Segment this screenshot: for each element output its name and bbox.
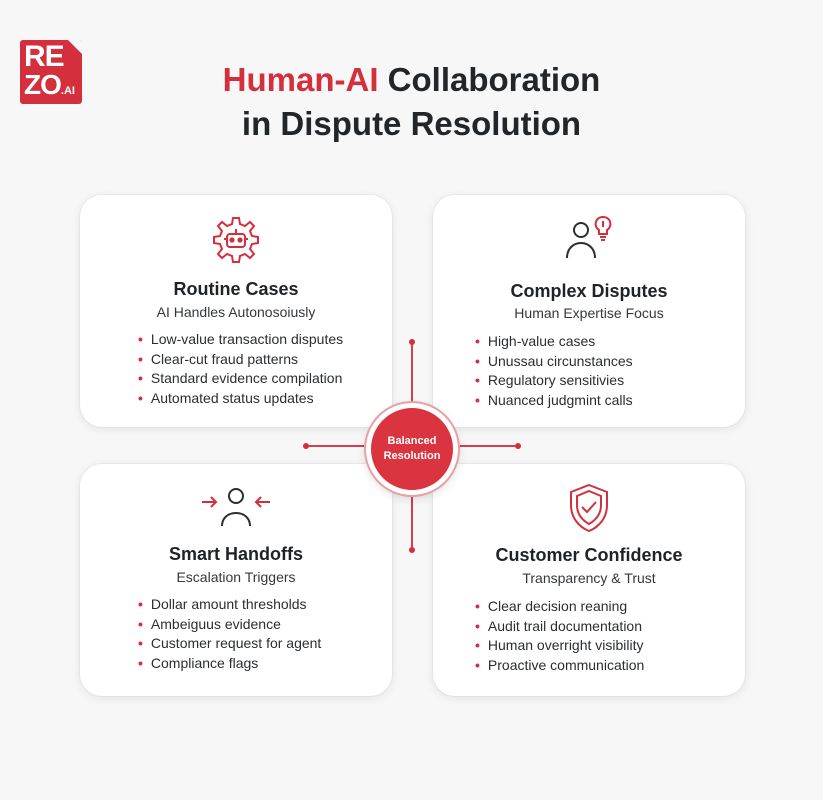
list-item: Nuanced judgmint calls <box>475 391 633 411</box>
list-item: Regulatory sensitivies <box>475 371 633 391</box>
connector-left <box>306 445 368 447</box>
card-list: Clear decision reaning Audit trail docum… <box>475 597 644 675</box>
list-item: Proactive communication <box>475 656 644 676</box>
page-title: Human-AI Collaboration in Dispute Resolu… <box>0 58 823 146</box>
card-title: Smart Handoffs <box>168 544 303 564</box>
title-line2: in Dispute Resolution <box>241 105 582 142</box>
logo-line2-text: ZO <box>24 69 62 100</box>
card-customer-confidence: Customer Confidence Transparency & Trust… <box>433 464 745 696</box>
logo-suffix: .AI <box>60 85 75 97</box>
shield-check-icon <box>566 482 612 539</box>
robot-gear-icon <box>209 213 263 272</box>
connector-dot-top <box>409 339 415 345</box>
card-smart-handoffs: Smart Handoffs Escalation Triggers Dolla… <box>80 464 392 696</box>
card-subtitle: Transparency & Trust <box>522 570 656 586</box>
list-item: Low-value transaction disputes <box>138 330 343 350</box>
person-arrows-icon <box>198 484 274 535</box>
list-item: High-value cases <box>475 332 633 352</box>
logo-line2: ZO.AI <box>24 71 75 104</box>
title-accent: Human-AI <box>222 61 379 98</box>
rezo-logo: RE ZO.AI <box>20 40 82 104</box>
list-item: Audit trail documentation <box>475 617 644 637</box>
list-item: Standard evidence compilation <box>138 369 343 389</box>
card-list: Low-value transaction disputes Clear-cut… <box>138 330 343 408</box>
connector-bottom <box>411 493 413 550</box>
card-list: Dollar amount thresholds Ambeiguus evide… <box>138 595 321 673</box>
person-lightbulb-icon <box>559 213 619 268</box>
logo-line1: RE <box>24 40 65 73</box>
list-item: Clear decision reaning <box>475 597 644 617</box>
list-item: Unussau circunstances <box>475 352 633 372</box>
card-subtitle: Escalation Triggers <box>176 569 296 585</box>
connector-top <box>411 341 413 405</box>
connector-dot-bottom <box>409 547 415 553</box>
logo-notch <box>68 40 82 54</box>
card-subtitle: Human Expertise Focus <box>514 305 664 321</box>
card-subtitle: AI Handles Autonosoiusly <box>156 304 316 320</box>
hub-label-line1: Balanced <box>387 435 437 447</box>
hub-label-line2: Resolution <box>383 450 441 462</box>
list-item: Automated status updates <box>138 389 343 409</box>
list-item: Ambeiguus evidence <box>138 615 321 635</box>
card-title: Complex Disputes <box>510 281 668 301</box>
card-complex-disputes: Complex Disputes Human Expertise Focus H… <box>433 195 745 427</box>
list-item: Human overright visibility <box>475 636 644 656</box>
card-title: Routine Cases <box>173 279 299 299</box>
connector-dot-right <box>515 443 521 449</box>
connector-right <box>456 445 518 447</box>
list-item: Customer request for agent <box>138 634 321 654</box>
connector-dot-left <box>303 443 309 449</box>
list-item: Dollar amount thresholds <box>138 595 321 615</box>
card-routine-cases: Routine Cases AI Handles Autonosoiusly L… <box>80 195 392 427</box>
title-rest: Collaboration <box>378 61 601 98</box>
card-list: High-value cases Unussau circunstances R… <box>475 332 633 410</box>
card-title: Customer Confidence <box>495 545 683 565</box>
list-item: Clear-cut fraud patterns <box>138 350 343 370</box>
list-item: Compliance flags <box>138 654 321 674</box>
title-line1: Human-AI Collaboration <box>0 58 823 102</box>
